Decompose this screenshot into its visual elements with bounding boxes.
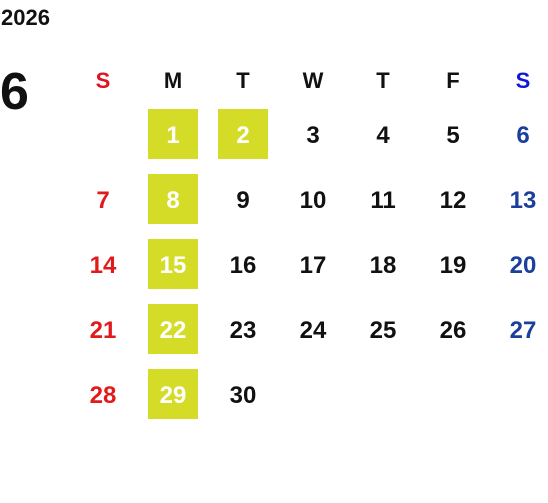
- day-cell[interactable]: 27: [488, 298, 548, 363]
- highlight-marker: [148, 369, 198, 419]
- day-cell[interactable]: 13: [488, 168, 548, 233]
- day-cell[interactable]: 24: [278, 298, 348, 363]
- day-cell[interactable]: 17: [278, 233, 348, 298]
- day-number: 14: [89, 251, 117, 279]
- weekday-header: F: [446, 67, 460, 93]
- day-number: 3: [306, 121, 320, 149]
- weekday-header: T: [376, 67, 390, 93]
- weekday-header: T: [236, 67, 250, 93]
- day-cell[interactable]: 8: [138, 168, 208, 233]
- day-number: 26: [439, 316, 467, 344]
- day-number: 27: [509, 316, 537, 344]
- day-cell[interactable]: 15: [138, 233, 208, 298]
- weekday-header: S: [515, 67, 531, 93]
- day-cell[interactable]: 11: [348, 168, 418, 233]
- day-number: 7: [96, 186, 110, 214]
- day-cell[interactable]: 18: [348, 233, 418, 298]
- day-number: 2: [236, 121, 250, 149]
- day-number: 18: [369, 251, 397, 279]
- day-number: 11: [370, 186, 396, 214]
- day-cell[interactable]: 22: [138, 298, 208, 363]
- day-number: 8: [166, 186, 180, 214]
- day-cell[interactable]: 10: [278, 168, 348, 233]
- day-cell[interactable]: 4: [348, 103, 418, 168]
- day-cell: [348, 363, 418, 428]
- day-number: 5: [446, 121, 460, 149]
- day-cell[interactable]: 25: [348, 298, 418, 363]
- day-cell[interactable]: 14: [68, 233, 138, 298]
- day-number: 20: [509, 251, 537, 279]
- day-number: 30: [229, 381, 257, 409]
- day-cell: [488, 363, 548, 428]
- highlight-marker: [218, 109, 268, 159]
- day-cell: [278, 363, 348, 428]
- weekday-header: M: [163, 67, 183, 93]
- day-cell[interactable]: 23: [208, 298, 278, 363]
- day-cell[interactable]: 19: [418, 233, 488, 298]
- highlight-marker: [148, 174, 198, 224]
- day-cell[interactable]: 6: [488, 103, 548, 168]
- day-number: 17: [299, 251, 327, 279]
- day-number: 9: [236, 186, 250, 214]
- day-number: 29: [159, 381, 187, 409]
- day-number: 15: [159, 251, 187, 279]
- day-number: 22: [159, 316, 187, 344]
- day-cell[interactable]: 29: [138, 363, 208, 428]
- day-number: 13: [509, 186, 537, 214]
- weekday-header: W: [302, 67, 324, 93]
- day-cell[interactable]: 16: [208, 233, 278, 298]
- day-number: 25: [369, 316, 397, 344]
- day-cell: [68, 103, 138, 168]
- highlight-marker: [148, 239, 198, 289]
- day-cell[interactable]: 7: [68, 168, 138, 233]
- day-number: 16: [229, 251, 257, 279]
- day-cell[interactable]: 21: [68, 298, 138, 363]
- weekday-header: S: [95, 67, 111, 93]
- day-number: 1: [166, 121, 180, 149]
- day-cell[interactable]: 5: [418, 103, 488, 168]
- day-number: 24: [299, 316, 327, 344]
- day-number: 21: [89, 316, 117, 344]
- month-label: 6: [0, 63, 29, 121]
- day-cell[interactable]: 9: [208, 168, 278, 233]
- day-number: 28: [89, 381, 117, 409]
- highlight-marker: [148, 304, 198, 354]
- day-cell[interactable]: 20: [488, 233, 548, 298]
- day-cell: [418, 363, 488, 428]
- day-cell[interactable]: 12: [418, 168, 488, 233]
- day-cell[interactable]: 3: [278, 103, 348, 168]
- day-number: 10: [299, 186, 327, 214]
- day-number: 12: [439, 186, 467, 214]
- day-number: 19: [439, 251, 467, 279]
- day-cell[interactable]: 1: [138, 103, 208, 168]
- day-cell[interactable]: 28: [68, 363, 138, 428]
- day-cell[interactable]: 26: [418, 298, 488, 363]
- day-cell[interactable]: 2: [208, 103, 278, 168]
- day-number: 4: [376, 121, 390, 149]
- year-label: 2026: [1, 5, 50, 30]
- highlight-marker: [148, 109, 198, 159]
- day-number: 23: [229, 316, 257, 344]
- day-number: 6: [516, 121, 530, 149]
- day-cell[interactable]: 30: [208, 363, 278, 428]
